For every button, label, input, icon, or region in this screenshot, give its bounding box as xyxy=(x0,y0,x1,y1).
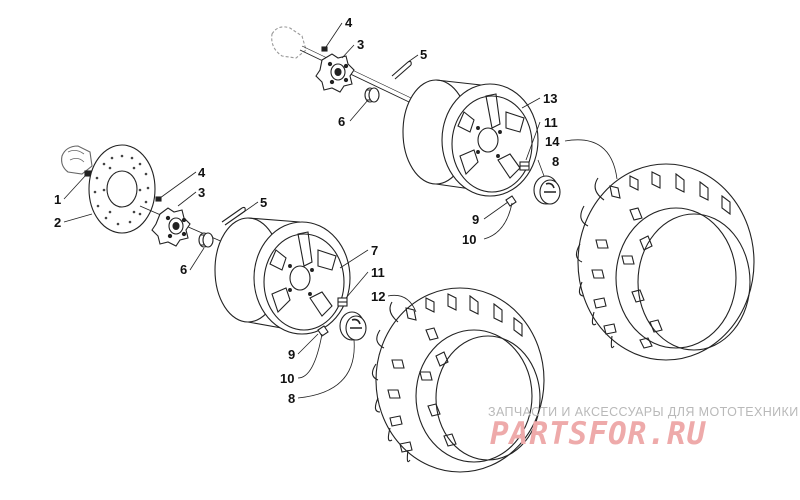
valve-stem-lower xyxy=(317,325,329,337)
callout-7: 7 xyxy=(371,243,378,258)
callout-4-upper: 4 xyxy=(345,15,353,30)
callout-6-upper: 6 xyxy=(338,114,345,129)
steering-knuckle-lower xyxy=(61,145,93,175)
steering-knuckle-upper xyxy=(271,26,307,59)
rim-lower xyxy=(214,217,351,335)
callout-11-lower: 11 xyxy=(371,265,385,280)
rim-upper xyxy=(402,79,539,197)
hub-cap-upper xyxy=(533,175,561,205)
callout-11-upper: 11 xyxy=(544,115,558,130)
leader-lines xyxy=(63,22,618,399)
callout-8-lower: 8 xyxy=(288,391,295,406)
callout-2: 2 xyxy=(54,215,61,230)
callout-13: 13 xyxy=(543,91,557,106)
callout-4-lower: 4 xyxy=(198,165,206,180)
lug-nut-upper xyxy=(519,161,530,171)
hub-cap-lower xyxy=(339,311,367,341)
hub-lower xyxy=(151,207,191,247)
callout-8-upper: 8 xyxy=(552,154,559,169)
callout-5-lower: 5 xyxy=(260,195,267,210)
callout-9-upper: 9 xyxy=(472,212,479,227)
watermark-logo: PARTSFOR.RU xyxy=(490,416,707,452)
callout-3-lower: 3 xyxy=(198,185,205,200)
brake-disc xyxy=(88,144,156,234)
callout-10-upper: 10 xyxy=(462,232,476,247)
callout-5-upper: 5 xyxy=(420,47,427,62)
callout-10-lower: 10 xyxy=(280,371,294,386)
lug-nut-lower xyxy=(337,297,348,307)
callout-14: 14 xyxy=(545,134,560,149)
castle-nut-upper xyxy=(364,87,380,103)
callout-1: 1 xyxy=(54,192,61,207)
callout-3-upper: 3 xyxy=(357,37,364,52)
callout-9-lower: 9 xyxy=(288,347,295,362)
stud-upper xyxy=(321,46,328,52)
tire-upper xyxy=(575,163,755,361)
castle-nut-lower xyxy=(198,232,214,248)
cotter-pin-upper xyxy=(391,60,412,80)
valve-stem-upper xyxy=(505,195,517,207)
stud-lower xyxy=(155,196,162,202)
callout-6-lower: 6 xyxy=(180,262,187,277)
hub-upper xyxy=(315,53,355,93)
watermark-caption: ЗАПЧАСТИ И АКСЕССУАРЫ ДЛЯ МОТОТЕХНИКИ xyxy=(488,405,799,419)
callout-12: 12 xyxy=(371,289,385,304)
tire-lower xyxy=(371,287,545,473)
callout-labels: 4 3 5 6 13 11 14 8 9 10 1 2 4 3 5 6 7 11… xyxy=(54,15,560,406)
